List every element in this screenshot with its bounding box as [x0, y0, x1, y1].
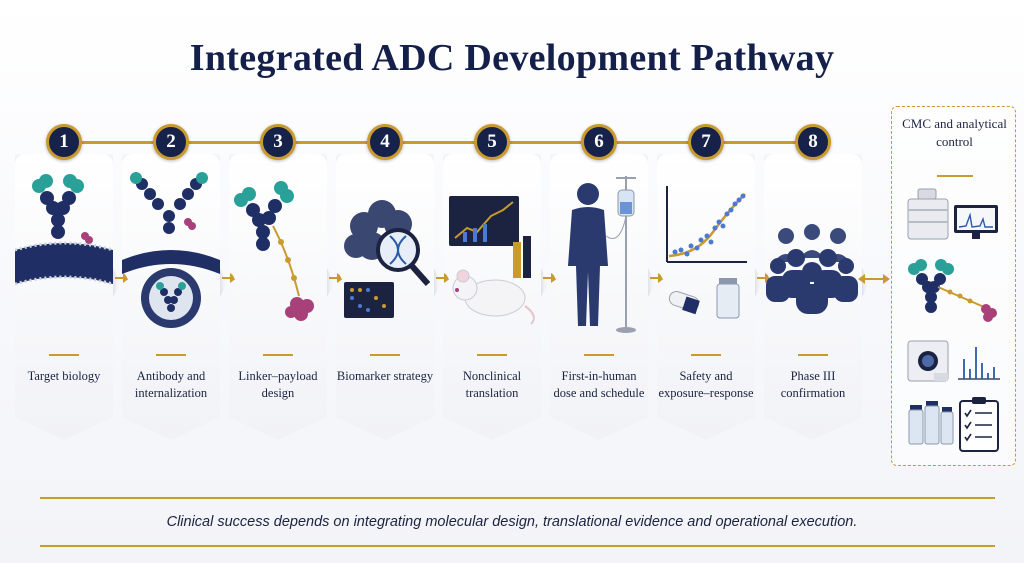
chevron-right-icon — [329, 273, 344, 283]
step-divider — [691, 354, 721, 356]
cmc-panel: CMC and analytical control — [891, 106, 1016, 466]
antibody-on-membrane-icon — [15, 166, 113, 336]
step-number-badge: 8 — [795, 124, 831, 160]
step-divider — [49, 354, 79, 356]
patient-group-icon — [764, 166, 862, 336]
footer-caption: Clinical success depends on integrating … — [166, 514, 858, 530]
step-label: First-in-human dose and schedule — [553, 369, 645, 400]
step-number-badge: 2 — [153, 124, 189, 160]
step-label: Antibody and internalization — [134, 369, 208, 400]
cmc-title: CMC and analytical control — [902, 116, 1007, 149]
step-card-content: Phase III confirmation — [764, 154, 862, 440]
step-number-badge: 1 — [46, 124, 82, 160]
human-iv-drip-icon — [550, 166, 648, 336]
adc-molecule-icon — [908, 259, 997, 322]
step-card-content: Safety and exposure–response — [657, 154, 755, 440]
step-card-content: Target biology — [15, 154, 113, 440]
step-label: Linker–payload design — [238, 369, 318, 400]
cmc-divider — [937, 175, 973, 177]
step-divider — [156, 354, 186, 356]
step-divider — [477, 354, 507, 356]
chevron-right-icon — [222, 273, 237, 283]
step-label: Biomarker strategy — [336, 369, 434, 383]
page-title: Integrated ADC Development Pathway — [189, 37, 835, 79]
double-arrow-icon — [858, 274, 890, 284]
step-label: Phase III confirmation — [780, 369, 846, 400]
linker-payload-icon — [229, 166, 327, 336]
step-card-content: Linker–payload design — [229, 154, 327, 440]
chevron-right-icon — [757, 273, 772, 283]
chevron-right-icon — [650, 273, 665, 283]
step-number-badge: 7 — [688, 124, 724, 160]
step-number-badge: 5 — [474, 124, 510, 160]
vials-checklist-icon — [908, 397, 999, 452]
chevron-right-icon — [543, 273, 558, 283]
exposure-response-plot-icon — [657, 166, 755, 336]
step-divider — [798, 354, 828, 356]
step-card-content: Nonclinical translation — [443, 154, 541, 440]
step-card-content: Biomarker strategy — [336, 154, 434, 440]
timeline-line — [60, 141, 820, 144]
footer-rule-top — [40, 497, 995, 499]
step-label: Target biology — [27, 369, 101, 383]
lab-mouse-chart-icon — [443, 166, 541, 336]
step-label: Nonclinical translation — [462, 369, 522, 400]
step-label: Safety and exposure–response — [658, 369, 754, 400]
step-divider — [584, 354, 614, 356]
mass-spec-icon — [907, 340, 1000, 382]
step-card-content: First-in-human dose and schedule — [550, 154, 648, 440]
step-divider — [263, 354, 293, 356]
step-number-badge: 3 — [260, 124, 296, 160]
footer-rule-bottom — [40, 545, 995, 547]
chevron-right-icon — [436, 273, 451, 283]
biomarker-magnifier-icon — [336, 166, 434, 336]
step-divider — [370, 354, 400, 356]
hplc-instrument-icon — [907, 188, 998, 240]
antibody-internalization-icon — [122, 166, 220, 336]
step-number-badge: 4 — [367, 124, 403, 160]
step-card-content: Antibody and internalization — [122, 154, 220, 440]
step-number-badge: 6 — [581, 124, 617, 160]
chevron-right-icon — [115, 273, 130, 283]
